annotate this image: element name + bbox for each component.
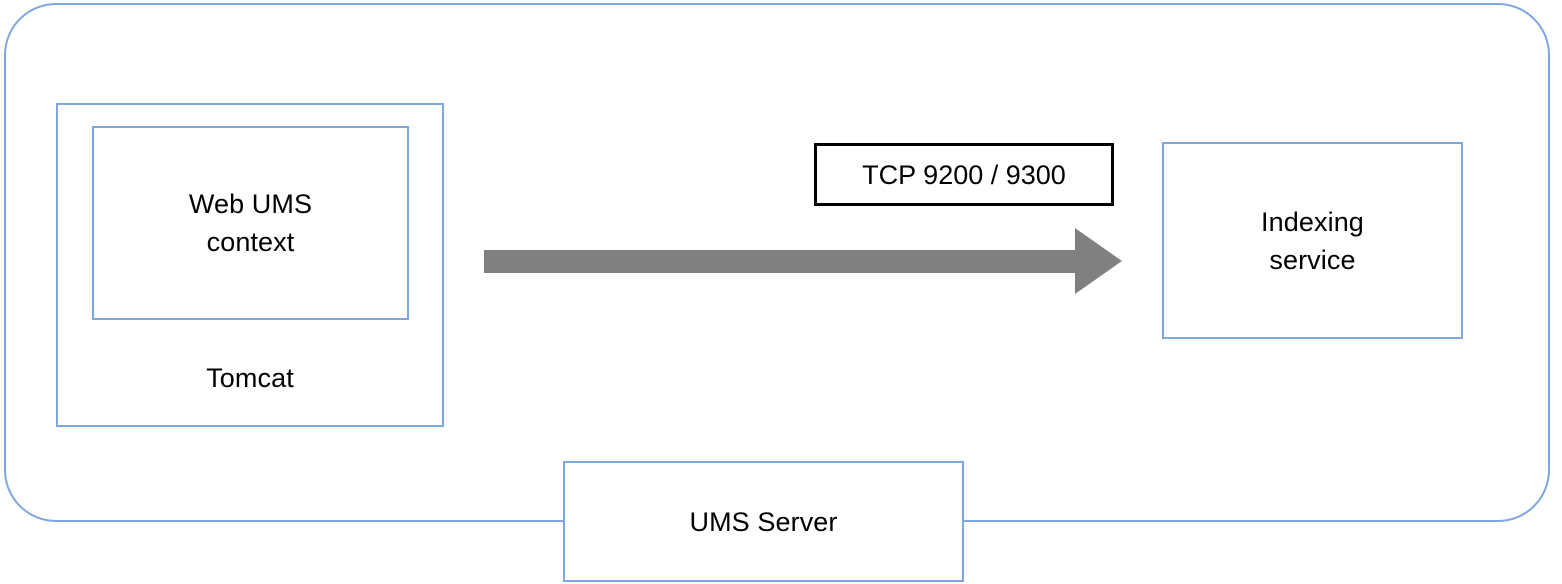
indexing-service-label: Indexing service bbox=[1261, 206, 1364, 275]
tcp-port-label-box: TCP 9200 / 9300 bbox=[814, 143, 1114, 206]
tomcat-box[interactable]: Web UMS context Tomcat bbox=[56, 103, 444, 427]
connection-arrow bbox=[484, 228, 1122, 294]
right-arrow-icon bbox=[484, 228, 1122, 294]
ums-server-box[interactable]: UMS Server bbox=[563, 461, 964, 582]
web-ums-context-label: Web UMS context bbox=[188, 189, 313, 257]
indexing-service-box[interactable]: Indexing service bbox=[1162, 142, 1463, 339]
web-ums-context-box[interactable]: Web UMS context bbox=[92, 126, 409, 320]
tcp-port-label: TCP 9200 / 9300 bbox=[862, 159, 1066, 190]
ums-server-label: UMS Server bbox=[689, 506, 838, 537]
tomcat-label: Tomcat bbox=[206, 363, 294, 393]
right-arrow-shape bbox=[484, 228, 1122, 294]
tomcat-label-wrap: Tomcat bbox=[58, 359, 442, 397]
